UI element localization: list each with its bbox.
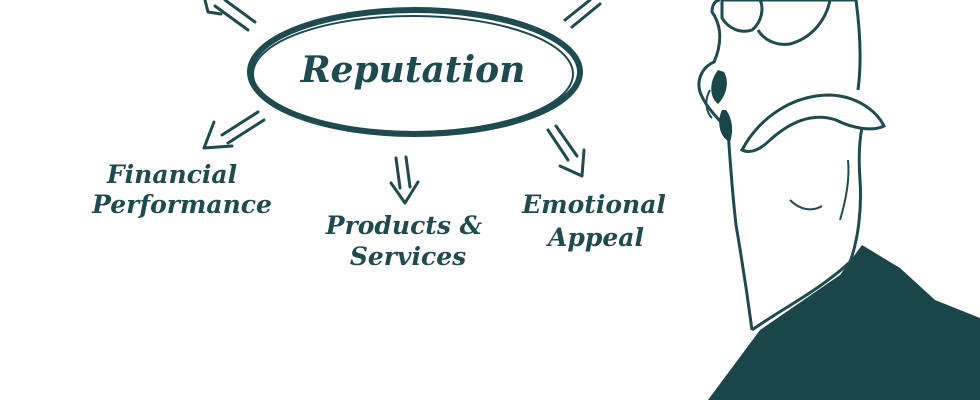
center-node: Reputation <box>247 7 583 137</box>
branch-emotional-line-2: Appeal <box>546 223 644 252</box>
branch-emotional: Emotional Appeal <box>521 190 666 252</box>
branch-products-line-2: Services <box>350 242 466 271</box>
wrist-line <box>839 159 850 221</box>
hand-illustration <box>697 0 980 400</box>
sleeve-shape <box>708 245 980 400</box>
thumb-shape <box>739 93 887 154</box>
center-label: Reputation <box>300 49 526 91</box>
branch-financial: Financial Performance <box>91 160 272 219</box>
branch-products: Products & Services <box>325 211 483 271</box>
arrows <box>202 0 602 205</box>
hand-outline-right <box>751 111 870 332</box>
branch-financial-line-2: Performance <box>91 190 272 219</box>
branch-emotional-line-1: Emotional <box>521 190 666 219</box>
center-ellipse <box>247 7 583 137</box>
arrow-emotional <box>546 124 586 178</box>
branch-products-line-1: Products & <box>325 211 483 240</box>
hand-outline-left <box>697 0 754 331</box>
branch-financial-line-1: Financial <box>106 160 237 189</box>
arrow-top-right <box>563 0 602 29</box>
arrow-top-left <box>203 0 257 32</box>
palm-line <box>789 199 823 211</box>
knuckle-shadow-1 <box>711 70 727 104</box>
marker-pen <box>720 0 764 33</box>
finger-crease <box>705 89 713 119</box>
arrow-financial <box>202 110 266 150</box>
finger-top <box>756 0 832 46</box>
knuckle-shadow-2 <box>719 110 733 142</box>
arrow-products <box>389 155 420 205</box>
hand-back <box>830 0 862 91</box>
center-ellipse-inner-stroke <box>252 15 574 133</box>
